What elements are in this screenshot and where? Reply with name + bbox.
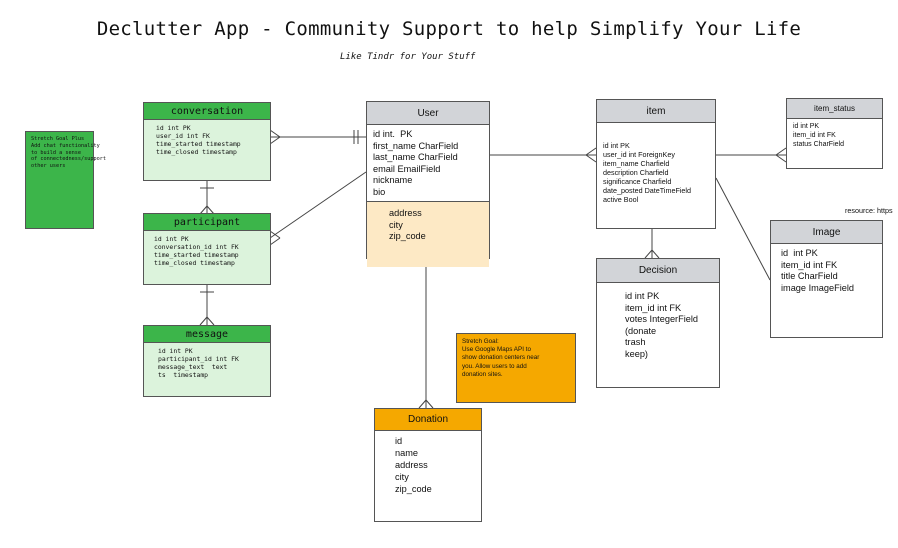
entity-item-status-title: item_status [787, 99, 882, 119]
entity-image-title: Image [771, 221, 882, 244]
entity-item-fields: id int PK user_id int ForeignKey item_na… [603, 141, 692, 204]
entity-item-status-fields: id int PK item_id int FK status CharFiel… [793, 123, 844, 148]
entity-decision[interactable]: Decision id int PK item_id int FK votes … [596, 258, 720, 388]
entity-conversation-fields: id int PK user_id int FK time_started ti… [156, 124, 241, 156]
entity-message-title: message [144, 326, 270, 343]
entity-item-status[interactable]: item_status id int PK item_id int FK sta… [786, 98, 883, 169]
entity-participant[interactable]: participant id int PK conversation_id in… [143, 213, 271, 285]
entity-conversation-title: conversation [144, 103, 270, 120]
entity-message[interactable]: message id int PK participant_id int FK … [143, 325, 271, 397]
page-title: Declutter App - Community Support to hel… [96, 18, 802, 40]
page-subtitle: Like Tindr for Your Stuff [340, 52, 476, 62]
entity-message-fields: id int PK participant_id int FK message_… [158, 347, 239, 379]
entity-donation[interactable]: Donation id name address city zip_code [374, 408, 482, 522]
entity-user-fields: id int. PK first_name CharField last_nam… [373, 129, 459, 197]
stretch-goal-note-maps: Stretch Goal: Use Google Maps API to sho… [456, 333, 576, 403]
entity-participant-fields: id int PK conversation_id int FK time_st… [154, 235, 239, 267]
entity-decision-title: Decision [597, 259, 719, 283]
entity-item-title: item [597, 100, 715, 123]
entity-donation-title: Donation [375, 409, 481, 431]
entity-item[interactable]: item id int PK user_id int ForeignKey it… [596, 99, 716, 229]
entity-conversation[interactable]: conversation id int PK user_id int FK ti… [143, 102, 271, 181]
resource-label: resource: https [845, 206, 893, 215]
entity-participant-title: participant [144, 214, 270, 231]
entity-user-title: User [367, 102, 489, 125]
entity-donation-fields: id name address city zip_code [395, 436, 432, 494]
stretch-goal-note-chat: Stretch Goal Plus Add chat functionality… [25, 131, 106, 229]
entity-image[interactable]: Image id int PK item_id int FK title Cha… [770, 220, 883, 338]
entity-image-fields: id int PK item_id int FK title CharField… [781, 248, 855, 293]
entity-user[interactable]: User id int. PK first_name CharField las… [366, 101, 490, 267]
entity-user-address-fields: address city zip_code [367, 201, 489, 267]
entity-decision-fields: id int PK item_id int FK votes IntegerFi… [625, 291, 699, 359]
